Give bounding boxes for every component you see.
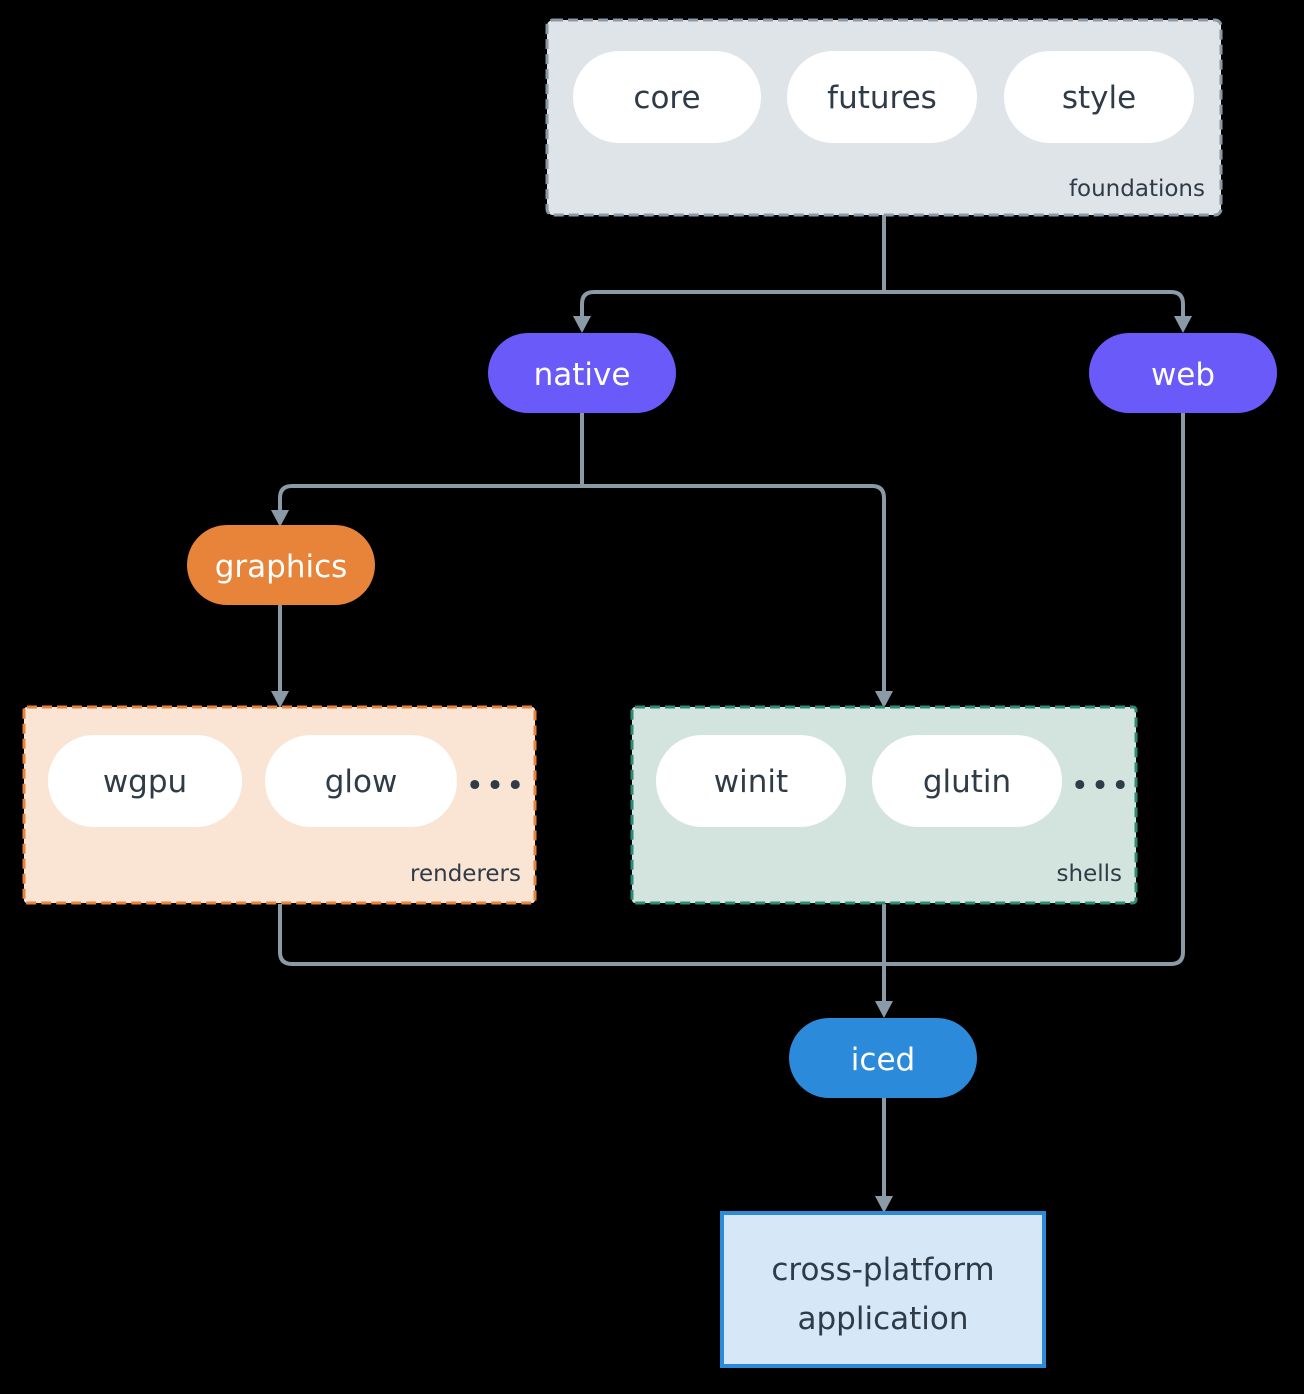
group-shells[interactable]: winit glutin ••• shells bbox=[630, 705, 1138, 905]
edge-native-to-shells bbox=[582, 484, 886, 692]
pill-winit-label: winit bbox=[714, 764, 788, 800]
node-application[interactable]: cross-platform application bbox=[720, 1211, 1046, 1368]
pill-wgpu-label: wgpu bbox=[103, 764, 187, 800]
node-graphics-label: graphics bbox=[215, 549, 348, 585]
arrowhead-renderers-top bbox=[271, 691, 289, 708]
arrowhead-shells-top bbox=[875, 691, 893, 708]
node-web-label: web bbox=[1151, 357, 1215, 393]
renderers-group-label: renderers bbox=[410, 861, 521, 887]
node-iced-label: iced bbox=[851, 1042, 915, 1078]
pill-glow-shape bbox=[265, 735, 457, 827]
pill-winit-shape bbox=[656, 735, 846, 827]
pill-glow-label: glow bbox=[325, 764, 398, 800]
renderers-ellipsis: ••• bbox=[466, 768, 527, 804]
shells-group-label: shells bbox=[1057, 861, 1122, 887]
pill-style-label: style bbox=[1062, 80, 1136, 116]
group-renderers[interactable]: wgpu glow ••• renderers bbox=[22, 705, 537, 905]
pill-glutin-shape bbox=[872, 735, 1062, 827]
node-web-shape bbox=[1089, 333, 1277, 413]
arrowhead-native-top bbox=[573, 316, 591, 333]
edge-foundations-to-web bbox=[884, 290, 1185, 318]
node-iced-shape bbox=[789, 1018, 977, 1098]
edge-web-to-iced bbox=[884, 412, 1185, 966]
edge-native-to-graphics bbox=[278, 484, 582, 512]
pill-futures-shape bbox=[787, 51, 977, 143]
node-application-label-line2: application bbox=[798, 1301, 969, 1337]
shells-ellipsis: ••• bbox=[1071, 768, 1132, 804]
node-web[interactable]: web bbox=[1089, 333, 1277, 413]
node-application-shape bbox=[720, 1211, 1046, 1368]
node-application-label-line1: cross-platform bbox=[771, 1252, 994, 1288]
pill-core-shape bbox=[573, 51, 761, 143]
node-native-label: native bbox=[534, 357, 631, 393]
foundations-group-label: foundations bbox=[1069, 176, 1205, 202]
edge-renderers-to-iced bbox=[278, 904, 884, 966]
node-native[interactable]: native bbox=[488, 333, 676, 413]
node-graphics[interactable]: graphics bbox=[187, 525, 375, 605]
group-foundations[interactable]: core futures style foundations bbox=[545, 18, 1223, 217]
pill-style-shape bbox=[1004, 51, 1194, 143]
arrowhead-application-top bbox=[875, 1196, 893, 1213]
node-native-shape bbox=[488, 333, 676, 413]
pill-glutin-label: glutin bbox=[923, 764, 1011, 800]
pill-core-label: core bbox=[633, 80, 700, 116]
pill-futures-label: futures bbox=[827, 80, 937, 116]
edge-foundations-to-native bbox=[580, 290, 884, 318]
pill-wgpu-shape bbox=[48, 735, 242, 827]
arrowhead-web-top bbox=[1174, 316, 1192, 333]
arrowhead-iced-top bbox=[875, 1001, 893, 1018]
node-iced[interactable]: iced bbox=[789, 1018, 977, 1098]
node-graphics-shape bbox=[187, 525, 375, 605]
arrowhead-graphics-top bbox=[271, 510, 289, 527]
